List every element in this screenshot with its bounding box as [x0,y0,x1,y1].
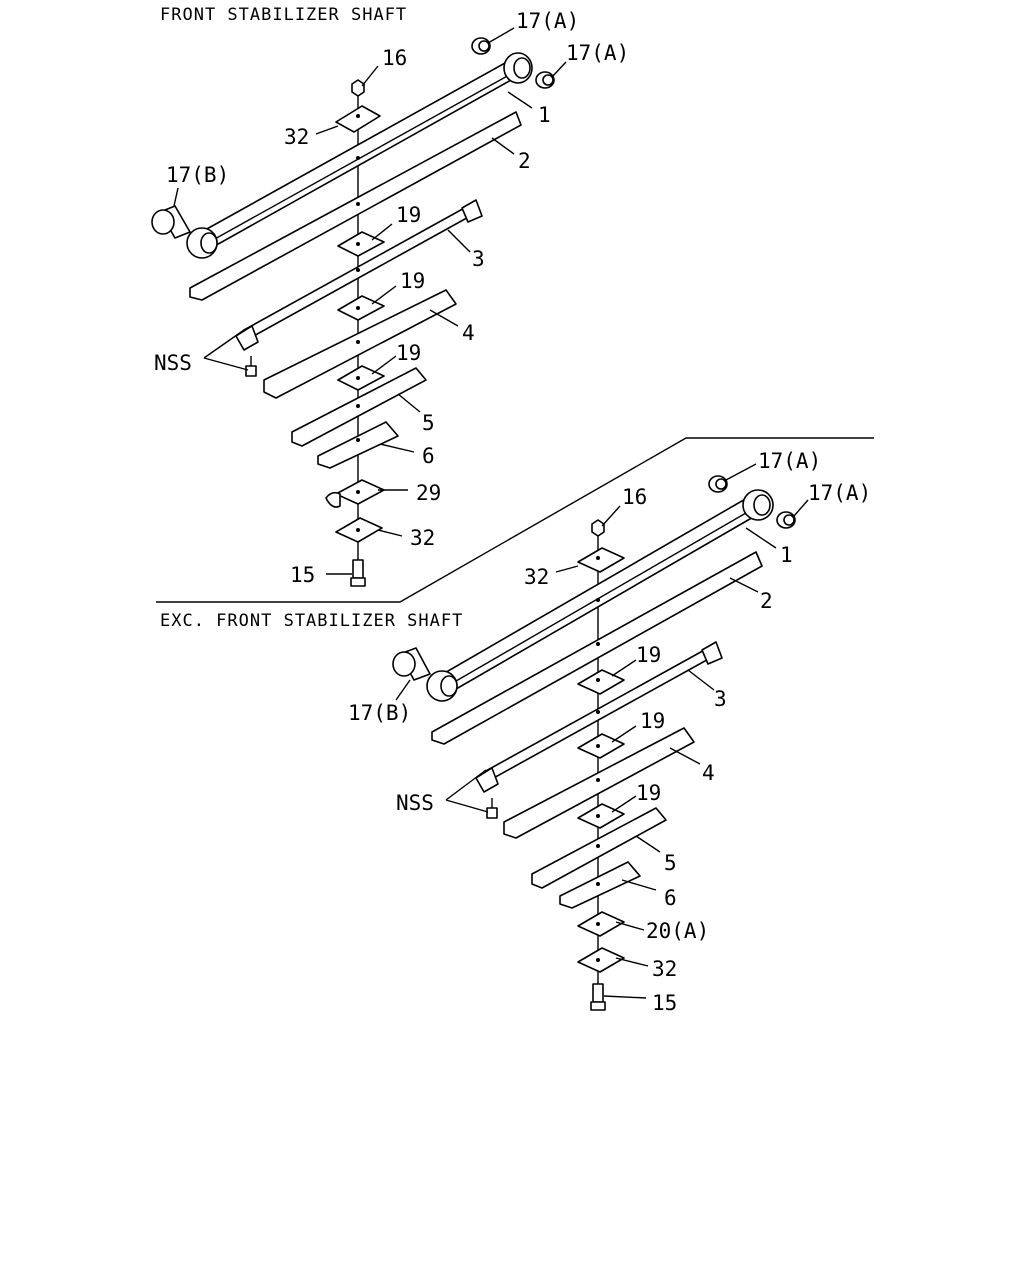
bottom-label-4: 4 [702,761,715,785]
bottom-label-1: 1 [780,543,793,567]
bottom-label-17a-2: 17(A) [808,481,871,505]
bottom-label-16: 16 [622,485,647,509]
top-label-29: 29 [416,481,441,505]
top-nut-16 [351,79,365,97]
bottom-label-17a-1: 17(A) [758,449,821,473]
bottom-label-19-1: 19 [636,643,661,667]
bottom-label-20a: 20(A) [646,919,709,943]
top-label-19-2: 19 [400,269,425,293]
top-leaf-3 [235,199,483,351]
bottom-assembly: EXC. FRONT STABILIZER SHAFT [160,449,871,1015]
bottom-nut-16 [591,519,605,537]
bottom-label-5: 5 [664,851,677,875]
bottom-label-6: 6 [664,886,677,910]
top-spacer-19-3 [337,365,385,391]
top-label-15: 15 [290,563,315,587]
top-bushing-17a-2 [535,71,555,89]
bottom-pad-20a [577,911,625,937]
top-section-title: FRONT STABILIZER SHAFT [160,5,407,25]
bottom-label-32-bottom: 32 [652,957,677,981]
top-label-19-1: 19 [396,203,421,227]
top-assembly: FRONT STABILIZER SHAFT [151,5,629,587]
top-spacer-19-1 [337,231,385,257]
top-spacer-19-2 [337,295,385,321]
top-label-17a-1: 17(A) [516,9,579,33]
bottom-center-dots [596,556,600,962]
top-bracket-29 [325,479,385,508]
bottom-plate-32 [577,547,625,573]
bottom-label-2: 2 [760,589,773,613]
bottom-bushing-17b [392,647,431,681]
bottom-leaf-2 [431,551,763,745]
top-label-1: 1 [538,103,551,127]
bottom-nss-bolt [486,798,498,819]
top-leaf-2 [189,111,522,301]
bottom-label-19-2: 19 [640,709,665,733]
bottom-leaf-3 [475,641,723,793]
bottom-leaf-1 [426,489,774,702]
top-label-nss: NSS [154,351,192,375]
top-bushing-17b [151,205,191,239]
top-leader-lines [173,27,567,575]
bottom-bushing-17a-2 [776,511,796,529]
bottom-leader-lines [395,463,809,999]
bottom-section-title: EXC. FRONT STABILIZER SHAFT [160,611,463,631]
top-plate-32 [335,105,381,133]
top-label-19-3: 19 [396,341,421,365]
top-bushing-17a-1 [471,37,491,55]
bottom-leaf-4 [503,727,695,839]
bottom-bushing-17a-1 [708,475,728,493]
section-divider [156,437,874,603]
top-nss-bolt [245,356,257,377]
bottom-leaf-6 [559,861,641,909]
top-label-6: 6 [422,444,435,468]
bottom-spacer-19-1 [577,669,625,695]
bottom-label-32: 32 [524,565,549,589]
bottom-plate-32-bottom [577,947,625,973]
bottom-bolt-15 [590,983,606,1011]
top-label-16: 16 [382,46,407,70]
bottom-label-17b: 17(B) [348,701,411,725]
bottom-spacer-19-2 [577,733,625,759]
top-leaf-6 [317,421,399,469]
top-leaf-4 [263,289,457,399]
top-label-5: 5 [422,411,435,435]
bottom-label-3: 3 [714,687,727,711]
bottom-label-19-3: 19 [636,781,661,805]
top-label-32: 32 [284,125,309,149]
top-leaf-1 [186,52,533,259]
bottom-spacer-19-3 [577,803,625,829]
top-label-4: 4 [462,321,475,345]
top-bolt-15 [350,559,366,587]
bottom-leaf-5 [531,807,667,889]
bottom-label-nss: NSS [396,791,434,815]
top-label-3: 3 [472,247,485,271]
bottom-label-15: 15 [652,991,677,1015]
top-label-32-bottom: 32 [410,526,435,550]
top-label-2: 2 [518,149,531,173]
top-label-17b: 17(B) [166,163,229,187]
top-center-dots [356,114,360,532]
top-label-17a-2: 17(A) [566,41,629,65]
